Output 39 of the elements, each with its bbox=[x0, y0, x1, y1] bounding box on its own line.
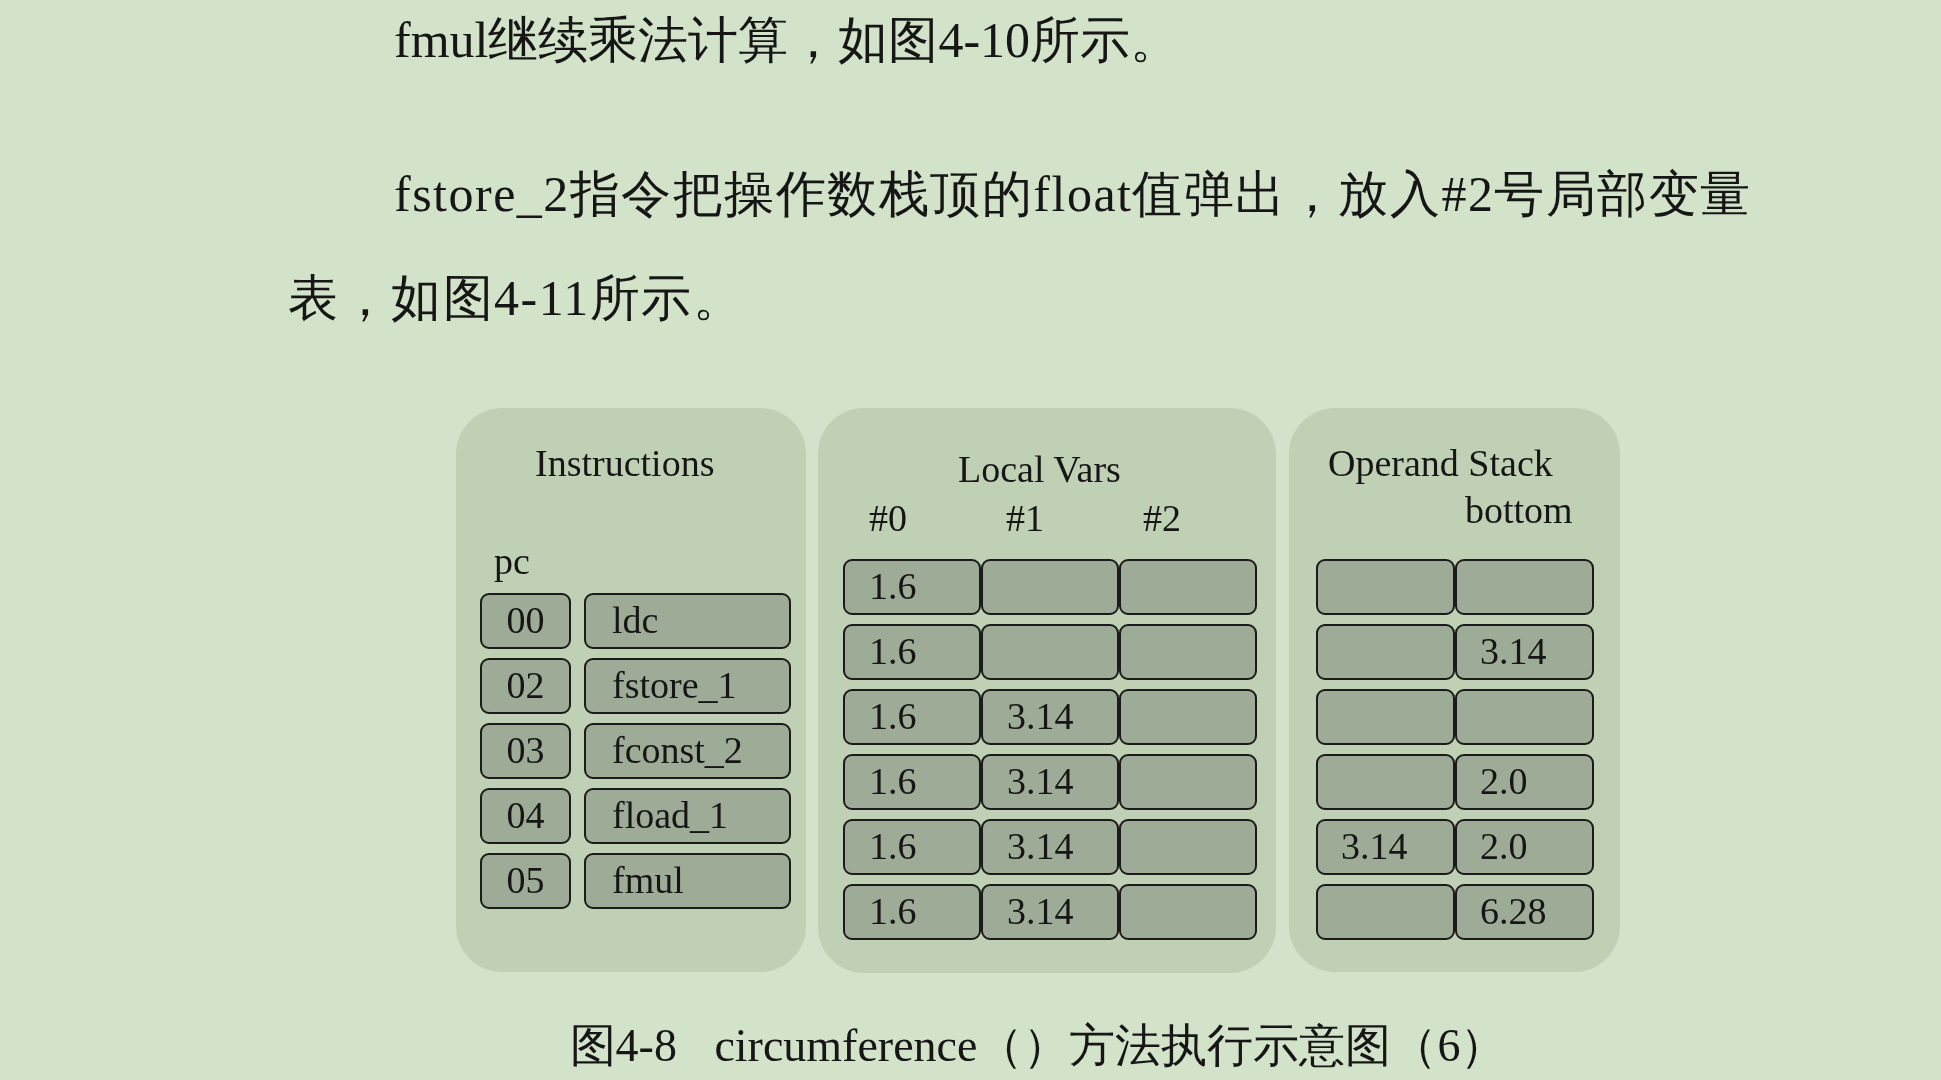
pc-cell: 03 bbox=[480, 723, 571, 779]
instruction-cell: fconst_2 bbox=[584, 723, 791, 779]
variable-cell: 3.14 bbox=[981, 819, 1119, 875]
stack-cell: 3.14 bbox=[1455, 624, 1594, 680]
variable-cell: 1.6 bbox=[843, 624, 981, 680]
paragraph: fstore_2指令把操作数栈顶的float值弹出，放入#2号局部变量表，如图4-11所示。 bbox=[288, 165, 1753, 328]
stack-cell: 3.14 bbox=[1316, 819, 1455, 875]
variable-cell: 3.14 bbox=[981, 689, 1119, 745]
instruction-cell: fload_1 bbox=[584, 788, 791, 844]
stack-cell: 2.0 bbox=[1455, 819, 1594, 875]
column-header: #0 bbox=[869, 496, 907, 540]
pc-cell: 00 bbox=[480, 593, 571, 649]
panel bbox=[818, 408, 1276, 973]
variable-cell: 1.6 bbox=[843, 559, 981, 615]
variable-cell: 1.6 bbox=[843, 884, 981, 940]
stack-cell: 6.28 bbox=[1455, 884, 1594, 940]
figure-caption: 图4-8 circumference（）方法执行示意图（6） bbox=[569, 1019, 1507, 1073]
panel bbox=[1289, 408, 1620, 972]
variable-cell: 3.14 bbox=[981, 754, 1119, 810]
panel-title: Instructions bbox=[535, 441, 715, 485]
pc-cell: 02 bbox=[480, 658, 571, 714]
instruction-cell: ldc bbox=[584, 593, 791, 649]
instruction-cell: fmul bbox=[584, 853, 791, 909]
variable-cell: 1.6 bbox=[843, 689, 981, 745]
paragraph: fmul继续乘法计算，如图4-10所示。 bbox=[394, 12, 1181, 68]
pc-cell: 05 bbox=[480, 853, 571, 909]
stack-cell: 2.0 bbox=[1455, 754, 1594, 810]
panel bbox=[456, 408, 806, 972]
bottom-label: bottom bbox=[1465, 488, 1573, 532]
variable-cell: 1.6 bbox=[843, 754, 981, 810]
variable-cell: 3.14 bbox=[981, 884, 1119, 940]
column-header: #1 bbox=[1006, 496, 1044, 540]
panel-title: Local Vars bbox=[958, 447, 1121, 491]
variable-cell: 1.6 bbox=[843, 819, 981, 875]
panel-title: Operand Stack bbox=[1328, 441, 1553, 485]
instruction-cell: fstore_1 bbox=[584, 658, 791, 714]
column-header: pc bbox=[494, 539, 530, 583]
column-header: #2 bbox=[1143, 496, 1181, 540]
pc-cell: 04 bbox=[480, 788, 571, 844]
